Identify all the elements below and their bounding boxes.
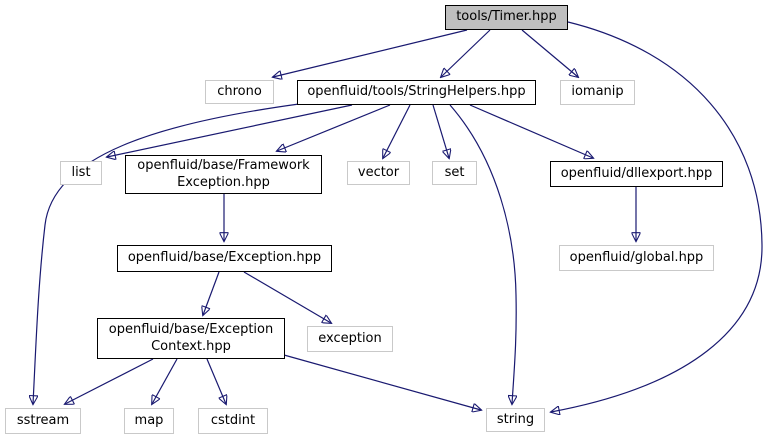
edge-stringhelpers-to-frameworkexception — [277, 104, 391, 151]
edge-exceptionhpp-to-exception — [243, 271, 331, 323]
edge-stringhelpers-to-set — [432, 104, 449, 158]
edge-stringhelpers-to-dllexport — [469, 104, 593, 158]
node-tools-timer-hpp[interactable]: tools/Timer.hpp — [445, 5, 568, 30]
node-exception[interactable]: exception — [307, 326, 393, 352]
edge-timer-to-chrono — [273, 29, 468, 77]
edge-exceptioncontext-to-string — [283, 354, 481, 410]
node-frameworkexception-hpp[interactable]: openfluid/base/Framework Exception.hpp — [125, 155, 322, 194]
edge-stringhelpers-to-list — [107, 104, 353, 157]
edge-exceptioncontext-to-cstdint — [206, 358, 226, 404]
node-set[interactable]: set — [432, 161, 477, 185]
edge-exceptionhpp-to-exceptioncontext — [203, 271, 220, 315]
node-global-hpp[interactable]: openfluid/global.hpp — [559, 245, 714, 271]
node-iomanip[interactable]: iomanip — [560, 80, 635, 105]
node-map[interactable]: map — [124, 408, 174, 434]
edge-timer-to-iomanip — [521, 29, 578, 77]
node-exception-hpp[interactable]: openfluid/base/Exception.hpp — [117, 245, 332, 272]
edge-timer-to-stringhelpers — [441, 29, 491, 77]
node-vector[interactable]: vector — [347, 161, 410, 185]
node-cstdint[interactable]: cstdint — [198, 408, 268, 434]
node-dllexport-hpp[interactable]: openfluid/dllexport.hpp — [550, 161, 723, 187]
node-stringhelpers-hpp[interactable]: openfluid/tools/StringHelpers.hpp — [297, 80, 536, 105]
edge-exceptioncontext-to-map — [152, 358, 178, 404]
edge-exceptioncontext-to-sstream — [65, 358, 154, 404]
edge-stringhelpers-to-string — [449, 104, 516, 404]
edge-stringhelpers-to-sstream — [33, 103, 300, 404]
edge-stringhelpers-to-vector — [383, 104, 411, 158]
node-list[interactable]: list — [60, 161, 102, 185]
node-chrono[interactable]: chrono — [205, 80, 274, 104]
edge-timer-to-string — [551, 21, 763, 412]
node-sstream[interactable]: sstream — [5, 408, 81, 434]
node-string[interactable]: string — [486, 408, 545, 432]
node-exceptioncontext-hpp[interactable]: openfluid/base/Exception Context.hpp — [97, 318, 285, 359]
